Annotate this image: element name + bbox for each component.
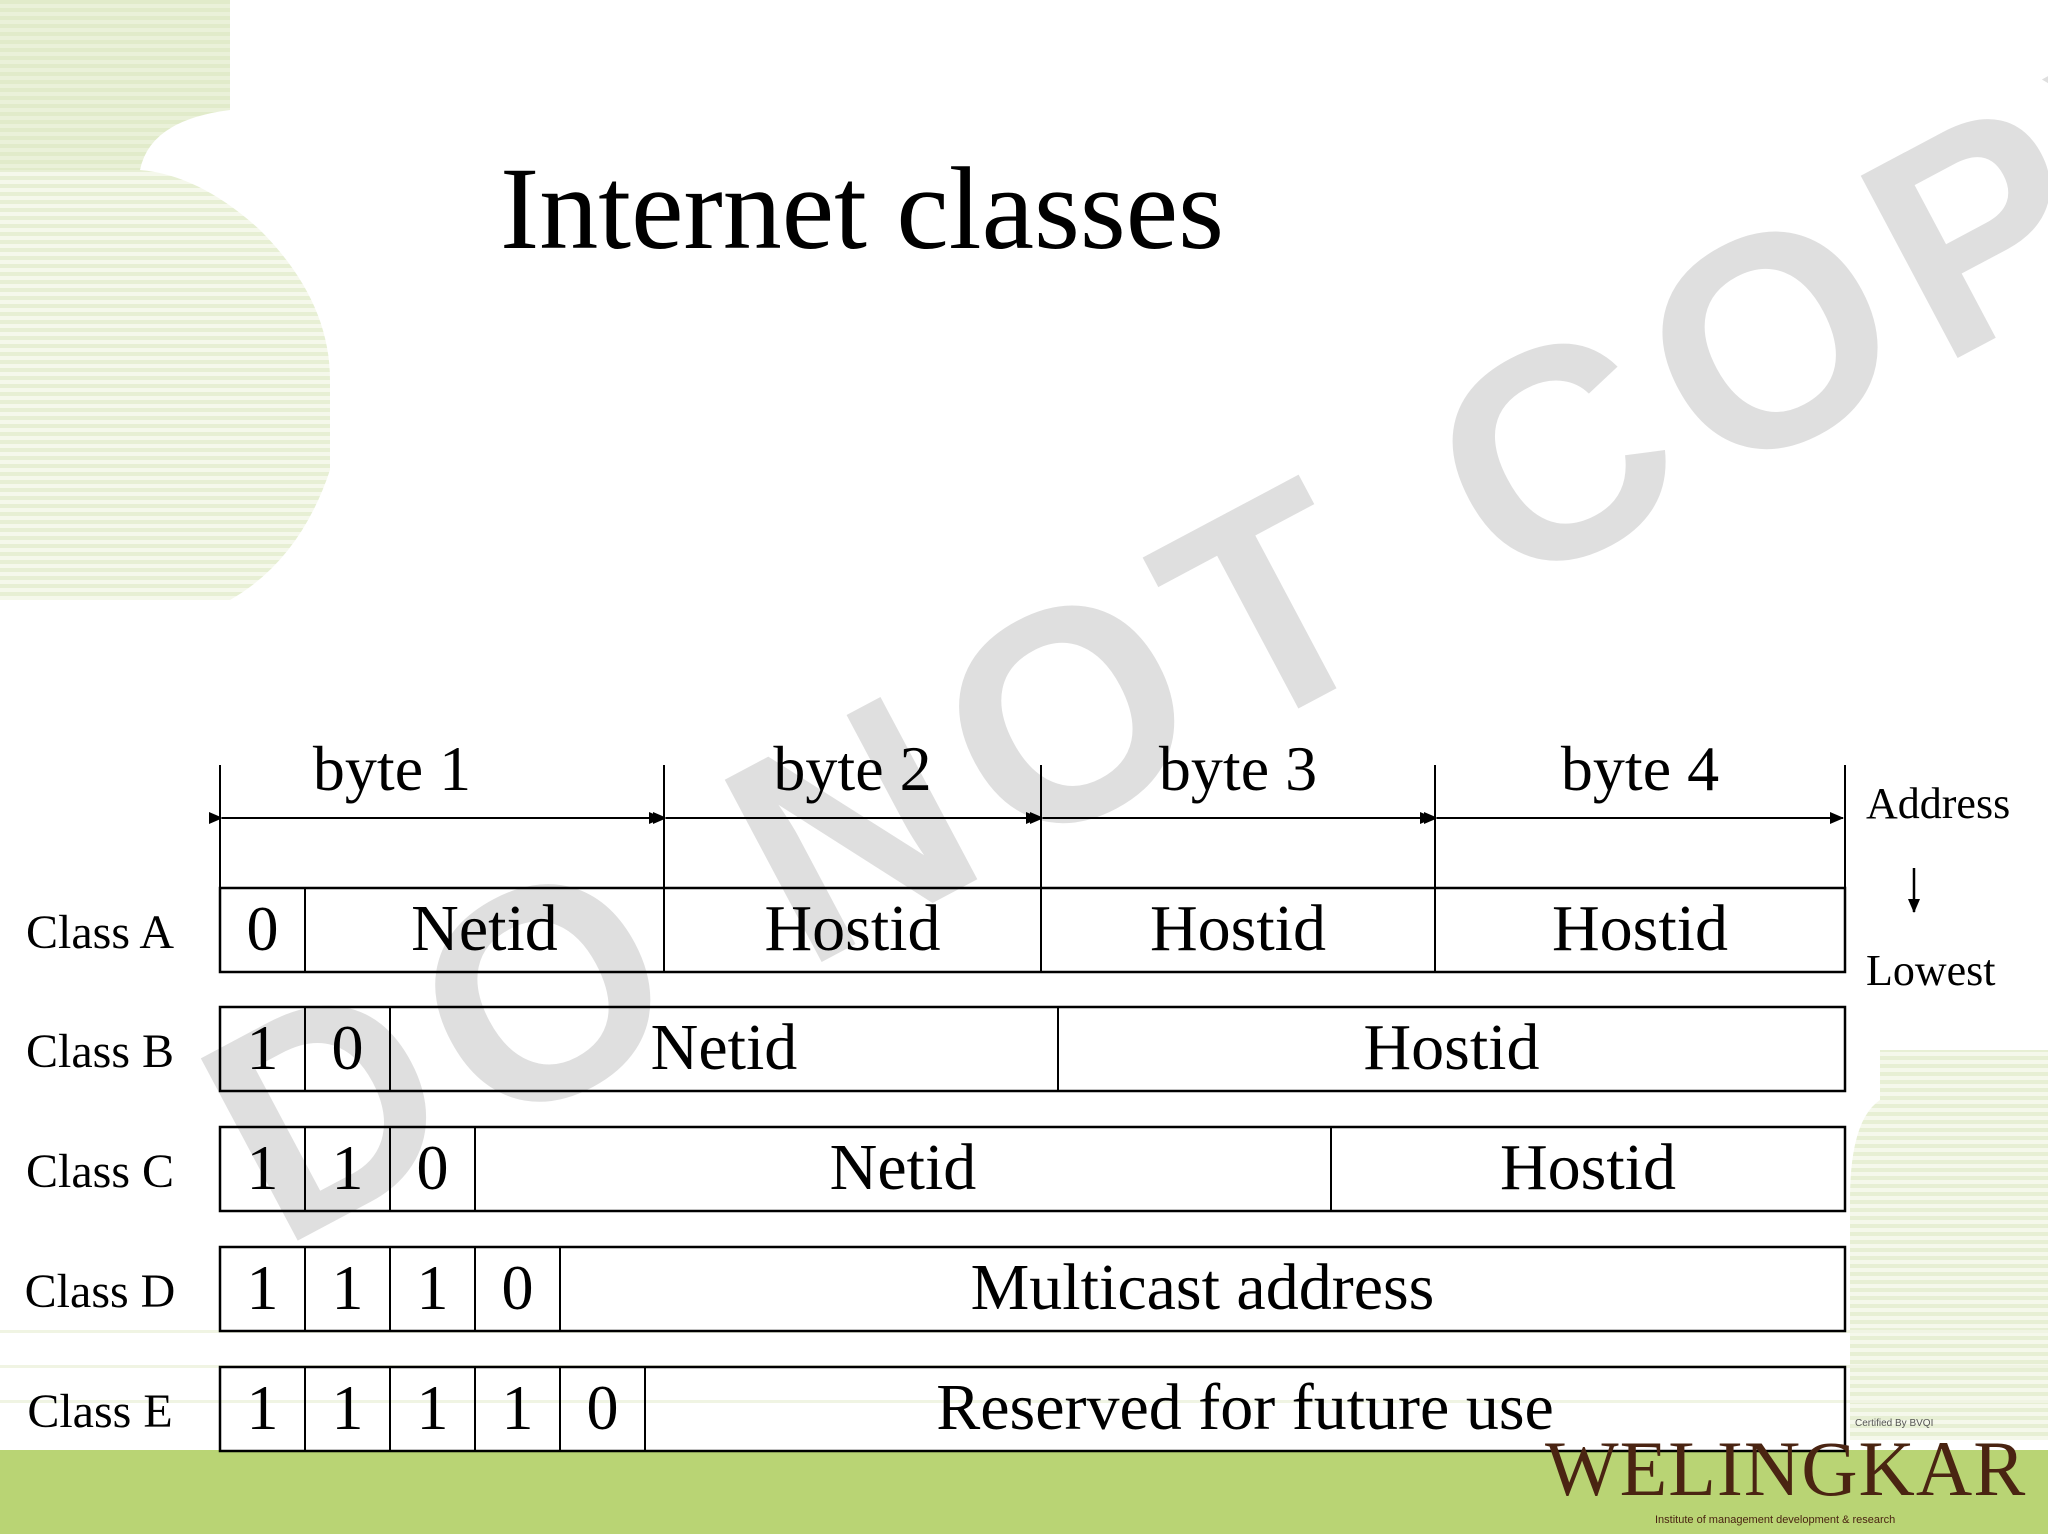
bit-cell: 1 xyxy=(332,1252,364,1323)
footer-bar xyxy=(0,1450,2048,1534)
page-title: Internet classes xyxy=(500,143,1225,274)
bit-cell: 1 xyxy=(247,1372,279,1443)
field-cell: Multicast address xyxy=(971,1251,1435,1324)
bit-cell: 1 xyxy=(247,1252,279,1323)
bit-cell: 1 xyxy=(332,1132,364,1203)
field-cell: Hostid xyxy=(1363,1011,1539,1084)
byte-label: byte 2 xyxy=(773,733,931,804)
field-cell: Netid xyxy=(651,1011,798,1084)
field-cell: Netid xyxy=(830,1131,977,1204)
right-brace-decoration xyxy=(1850,1050,2048,1440)
logo-tagline: Institute of management development & re… xyxy=(1655,1514,1896,1526)
left-brace-decoration xyxy=(0,0,330,600)
byte-label: byte 1 xyxy=(313,733,471,804)
class-label: Class D xyxy=(25,1265,176,1318)
welingkar-logo: Certified By BVQI WELINGKAR Institute of… xyxy=(1545,1418,2025,1528)
logo-wordmark: WELINGKAR xyxy=(1545,1425,2027,1512)
field-cell: Hostid xyxy=(1150,892,1326,965)
bit-cell: 0 xyxy=(587,1372,619,1443)
row-box xyxy=(218,886,1847,974)
bit-cell: 0 xyxy=(247,893,279,964)
logo-certification: Certified By BVQI xyxy=(1855,1418,1934,1429)
class-label: Class C xyxy=(26,1145,174,1198)
bit-cell: 0 xyxy=(417,1132,449,1203)
byte-label: byte 3 xyxy=(1159,733,1317,804)
bit-cell: 1 xyxy=(247,1012,279,1083)
bit-cell: 0 xyxy=(502,1252,534,1323)
address-label: Address xyxy=(1866,779,2010,828)
row-box xyxy=(218,1005,1847,1093)
bit-cell: 1 xyxy=(502,1372,534,1443)
class-label: Class B xyxy=(26,1025,174,1078)
field-cell: Hostid xyxy=(1500,1131,1676,1204)
field-cell: Hostid xyxy=(1552,892,1728,965)
field-cell: Reserved for future use xyxy=(936,1371,1554,1444)
field-cell: Hostid xyxy=(764,892,940,965)
row-box xyxy=(218,1365,1847,1453)
bit-cell: 1 xyxy=(247,1132,279,1203)
byte-header: byte 1 byte 2 byte 3 byte 4 xyxy=(209,733,1846,888)
row-box xyxy=(218,1125,1847,1213)
bit-cell: 1 xyxy=(417,1372,449,1443)
bit-cell: 0 xyxy=(332,1012,364,1083)
class-row: Class A 0 Netid Hostid Hostid Hostid xyxy=(26,886,1847,974)
class-label: Class A xyxy=(26,906,174,959)
row-box xyxy=(218,1245,1847,1333)
bit-cell: 1 xyxy=(417,1252,449,1323)
lowest-label: Lowest xyxy=(1866,946,1996,995)
class-label: Class E xyxy=(27,1385,172,1438)
field-cell: Netid xyxy=(411,892,558,965)
bit-cell: 1 xyxy=(332,1372,364,1443)
byte-label: byte 4 xyxy=(1561,733,1719,804)
